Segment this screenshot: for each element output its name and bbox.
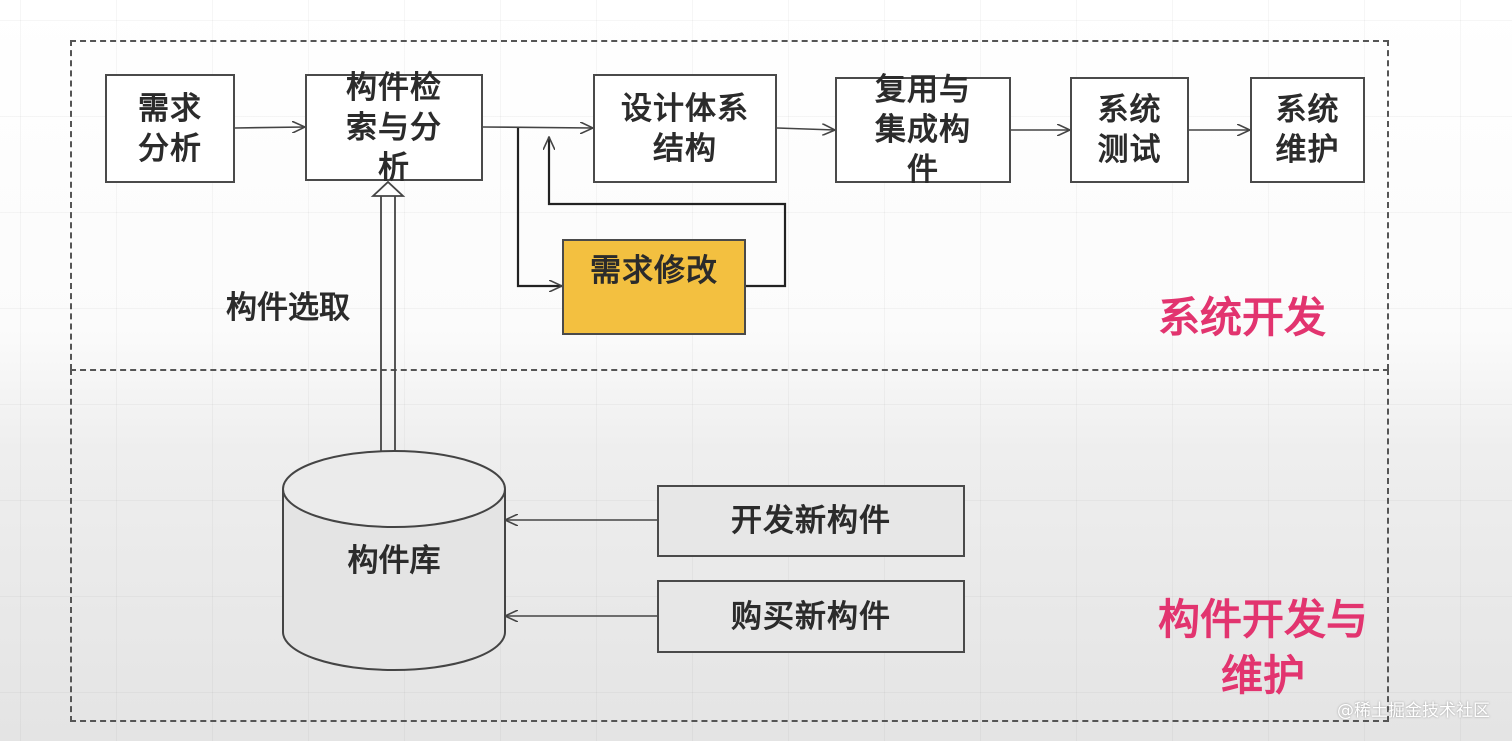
component-repository-label: 构件库 xyxy=(347,543,441,579)
arrow-req-change-feedback xyxy=(549,137,787,288)
arrow-to-req-change xyxy=(516,128,562,286)
arrow-retrieve-to-design xyxy=(482,127,593,128)
component-retrieval-box: 构件检索与分析 xyxy=(305,70,483,186)
arrow-req-to-retrieve xyxy=(234,127,305,128)
component-repository-cylinder xyxy=(282,450,506,671)
system-test-box: 系统测试 xyxy=(1070,77,1189,183)
requirement-change-box: 需求修改 xyxy=(562,239,746,335)
component-select-label: 构件选取 xyxy=(226,290,350,326)
system-maintenance-text: 系统维护 xyxy=(1275,92,1340,168)
develop-new-component-text: 开发新构件 xyxy=(731,503,891,539)
requirement-analysis-text: 需求分析 xyxy=(138,90,202,167)
system-test-text: 系统测试 xyxy=(1097,92,1162,168)
component-maintenance-region xyxy=(70,369,1389,722)
component-retrieval-text: 构件检索与分析 xyxy=(345,69,442,186)
reuse-integration-text: 复用与集成构件 xyxy=(874,72,971,188)
component-development-maintenance-label: 构件开发与维护 xyxy=(1158,595,1369,700)
architecture-design-box: 设计体系结构 xyxy=(593,74,777,183)
buy-new-component-box: 购买新构件 xyxy=(657,580,965,653)
buy-new-component-text: 购买新构件 xyxy=(731,598,891,635)
requirement-analysis-box: 需求分析 xyxy=(105,74,235,183)
system-maintenance-box: 系统维护 xyxy=(1250,77,1365,183)
watermark: @稀土掘金技术社区 xyxy=(1337,701,1490,721)
reuse-integration-box: 复用与集成构件 xyxy=(835,72,1011,188)
develop-new-component-box: 开发新构件 xyxy=(657,485,965,557)
architecture-design-text: 设计体系结构 xyxy=(621,90,749,167)
system-development-label: 系统开发 xyxy=(1158,293,1327,342)
arrow-design-to-reuse xyxy=(776,128,835,130)
requirement-change-text: 需求修改 xyxy=(590,253,718,289)
component-select-arrow xyxy=(370,180,406,452)
system-development-region xyxy=(70,40,1389,370)
